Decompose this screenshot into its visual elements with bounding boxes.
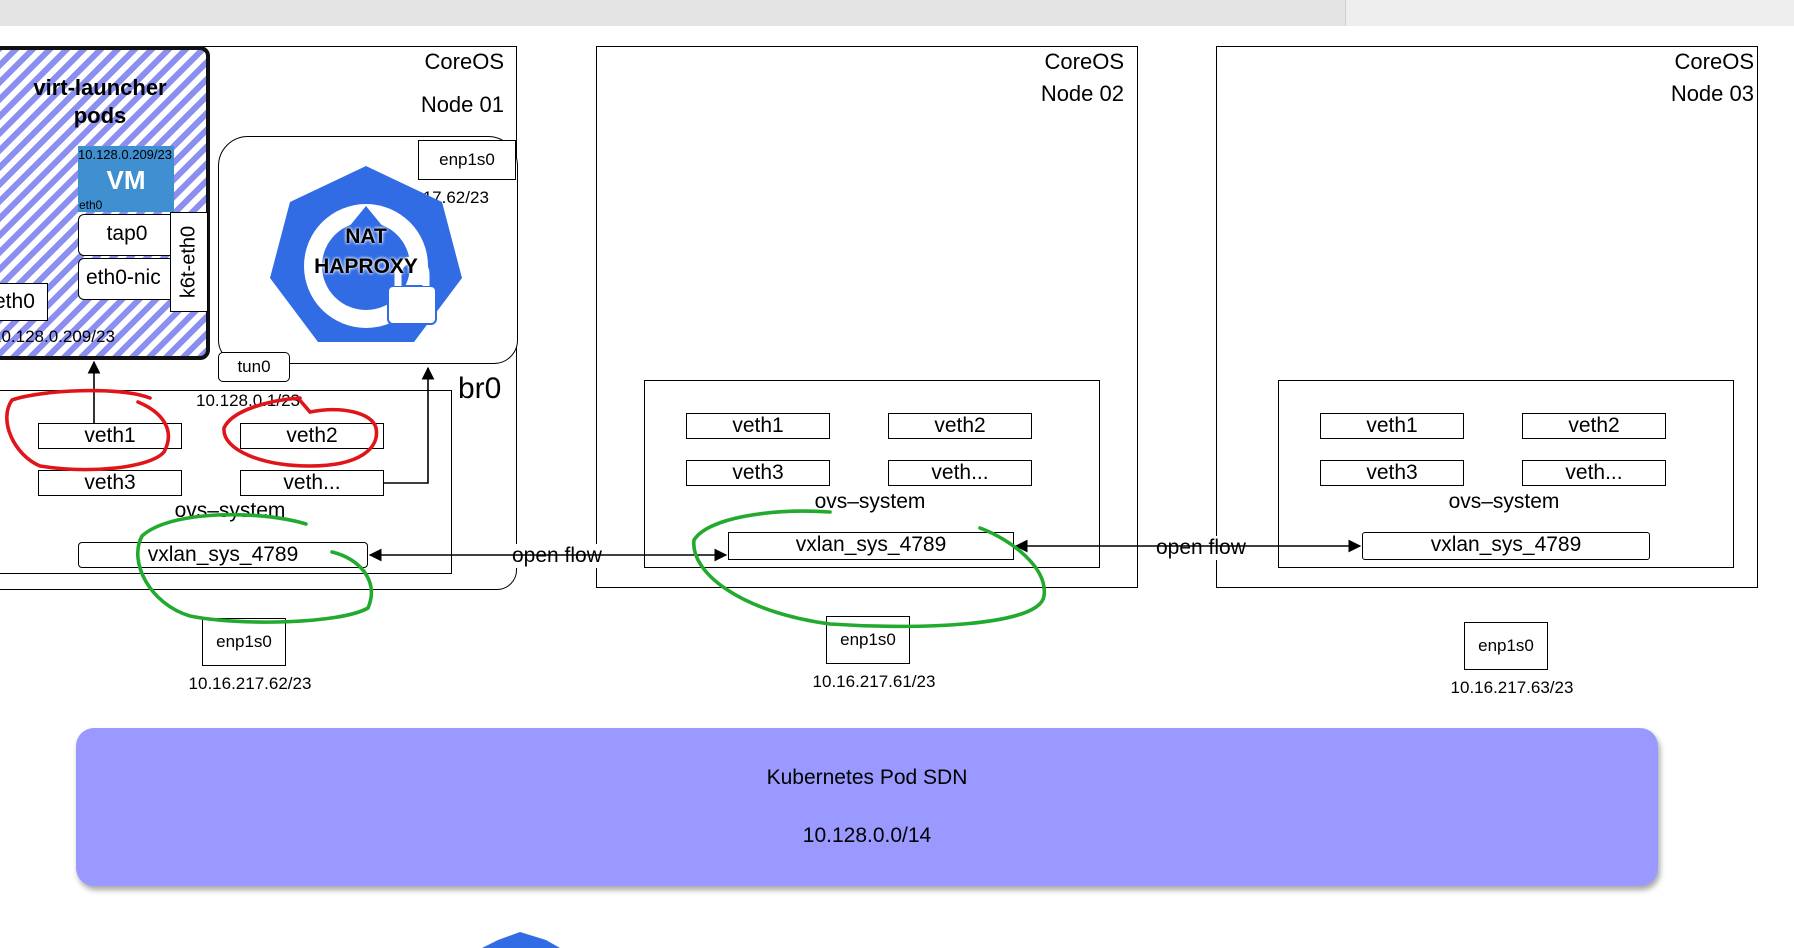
- pod-eth0-ip: 10.128.0.209/23: [0, 327, 115, 346]
- lock-body: [387, 285, 437, 325]
- node01-ovs-container: [0, 390, 452, 574]
- vm-iface: eth0: [79, 198, 103, 212]
- eth0-nic-label: eth0-nic: [86, 266, 161, 289]
- uplink-2-label: enp1s0: [840, 630, 896, 649]
- node03-vxlan-label: vxlan_sys_4789: [1430, 533, 1582, 556]
- sdn-title: Kubernetes Pod SDN: [766, 766, 968, 789]
- uplink-1-box[interactable]: [202, 618, 286, 666]
- br0-label: br0: [458, 372, 502, 405]
- node01-veth1-label: veth1: [84, 424, 136, 447]
- node03-veth1-label: veth1: [1366, 414, 1418, 437]
- uplink-1-label: enp1s0: [216, 632, 272, 651]
- node02-veth1-box[interactable]: [686, 413, 830, 439]
- red-annotation-veth2: [222, 396, 379, 468]
- node-02-frame: [596, 46, 1138, 588]
- vethn-to-nat-connector: [384, 366, 435, 484]
- k6t-eth0-box[interactable]: [170, 212, 208, 312]
- node02-veth2-label: veth2: [934, 414, 986, 437]
- pod-eth0-box[interactable]: [0, 283, 48, 321]
- vm-label: VM: [106, 165, 146, 195]
- node01-veth3-label: veth3: [84, 471, 136, 494]
- uplink-3-ip: 10.16.217.63/23: [1450, 678, 1574, 697]
- node02-veth2-box[interactable]: [888, 413, 1032, 439]
- red-annotation-veth1: [5, 388, 171, 472]
- sdn-box[interactable]: [76, 728, 1658, 886]
- node01-vxlan-box[interactable]: [78, 542, 368, 568]
- node01-vxlan-label: vxlan_sys_4789: [147, 543, 299, 566]
- tun0-label: tun0: [237, 357, 271, 376]
- tun0-box[interactable]: [218, 352, 290, 382]
- node01-vethn-label: veth...: [283, 471, 341, 494]
- node02-veth3-label: veth3: [732, 461, 784, 484]
- node03-veth1-box[interactable]: [1320, 413, 1464, 439]
- node01-veth2-label: veth2: [286, 424, 338, 447]
- node03-ovs-label: ovs–system: [1448, 490, 1560, 513]
- node02-ovs-label: ovs–system: [814, 490, 926, 513]
- node-03-frame: [1216, 46, 1758, 588]
- node03-vethn-box[interactable]: [1522, 460, 1666, 486]
- kubernetes-icon-partial: [482, 932, 560, 948]
- nat-label: NAT HAPROXY: [296, 222, 436, 282]
- node03-veth2-label: veth2: [1568, 414, 1620, 437]
- pod-title-line1: virt-launcher: [33, 75, 167, 100]
- node02-ovs-container: [644, 380, 1100, 568]
- node03-vethn-label: veth...: [1565, 461, 1623, 484]
- node-01-os-label: CoreOS: [424, 49, 504, 74]
- node02-vethn-box[interactable]: [888, 460, 1032, 486]
- uplink-1-ip: 10.16.217.62/23: [188, 674, 312, 693]
- node-01-name-label: Node 01: [420, 92, 504, 117]
- green-annotation-node02-vxlan: [692, 509, 1046, 629]
- up-arrow-icon: [348, 206, 384, 262]
- tap0-label: tap0: [106, 222, 148, 245]
- node02-veth1-label: veth1: [732, 414, 784, 437]
- vm-ip: 10.128.0.209/23: [78, 147, 172, 162]
- node03-ovs-container: [1278, 380, 1734, 568]
- vm-box[interactable]: [78, 146, 174, 212]
- pod-title: virt-launcher pods: [10, 74, 190, 130]
- node-02-name-label: Node 02: [1040, 81, 1124, 106]
- node01-veth3-box[interactable]: [38, 470, 182, 496]
- node02-vethn-label: veth...: [931, 461, 989, 484]
- sdn-cidr: 10.128.0.0/14: [802, 824, 932, 847]
- node01-vethn-box[interactable]: [240, 470, 384, 496]
- nat-haproxy-icon: [270, 166, 462, 342]
- node03-veth3-box[interactable]: [1320, 460, 1464, 486]
- node03-veth3-label: veth3: [1366, 461, 1418, 484]
- node02-veth3-box[interactable]: [686, 460, 830, 486]
- br0-ip: 10.128.0.1/23: [196, 391, 300, 410]
- nat-label-line1: NAT: [345, 225, 387, 248]
- uplink-3-box[interactable]: [1464, 622, 1548, 670]
- node03-veth2-box[interactable]: [1522, 413, 1666, 439]
- tap0-box[interactable]: [78, 214, 176, 256]
- eth0-nic-box[interactable]: [78, 258, 176, 300]
- pod-eth0-label: eth0: [0, 290, 35, 313]
- node-03-name-label: Node 03: [1670, 81, 1754, 106]
- lock-shackle: [394, 256, 430, 286]
- node01-veth1-box[interactable]: [38, 423, 182, 449]
- pod-title-line2: pods: [73, 103, 127, 128]
- node-03-os-label: CoreOS: [1674, 49, 1754, 74]
- uplink-3-label: enp1s0: [1478, 636, 1534, 655]
- node01-enp1s0-box[interactable]: [418, 140, 516, 180]
- node01-enp1s0-label: enp1s0: [439, 150, 495, 169]
- uplink-2-ip: 10.16.217.61/23: [812, 672, 936, 691]
- node02-vxlan-box[interactable]: [728, 532, 1014, 560]
- node-02-os-label: CoreOS: [1044, 49, 1124, 74]
- toolbar-tab: [1345, 0, 1794, 26]
- nat-label-line2: HAPROXY: [314, 255, 418, 278]
- node01-veth2-box[interactable]: [240, 423, 384, 449]
- node03-vxlan-box[interactable]: [1362, 532, 1650, 560]
- node02-vxlan-label: vxlan_sys_4789: [795, 533, 947, 556]
- green-annotation-node01-vxlan: [136, 512, 374, 624]
